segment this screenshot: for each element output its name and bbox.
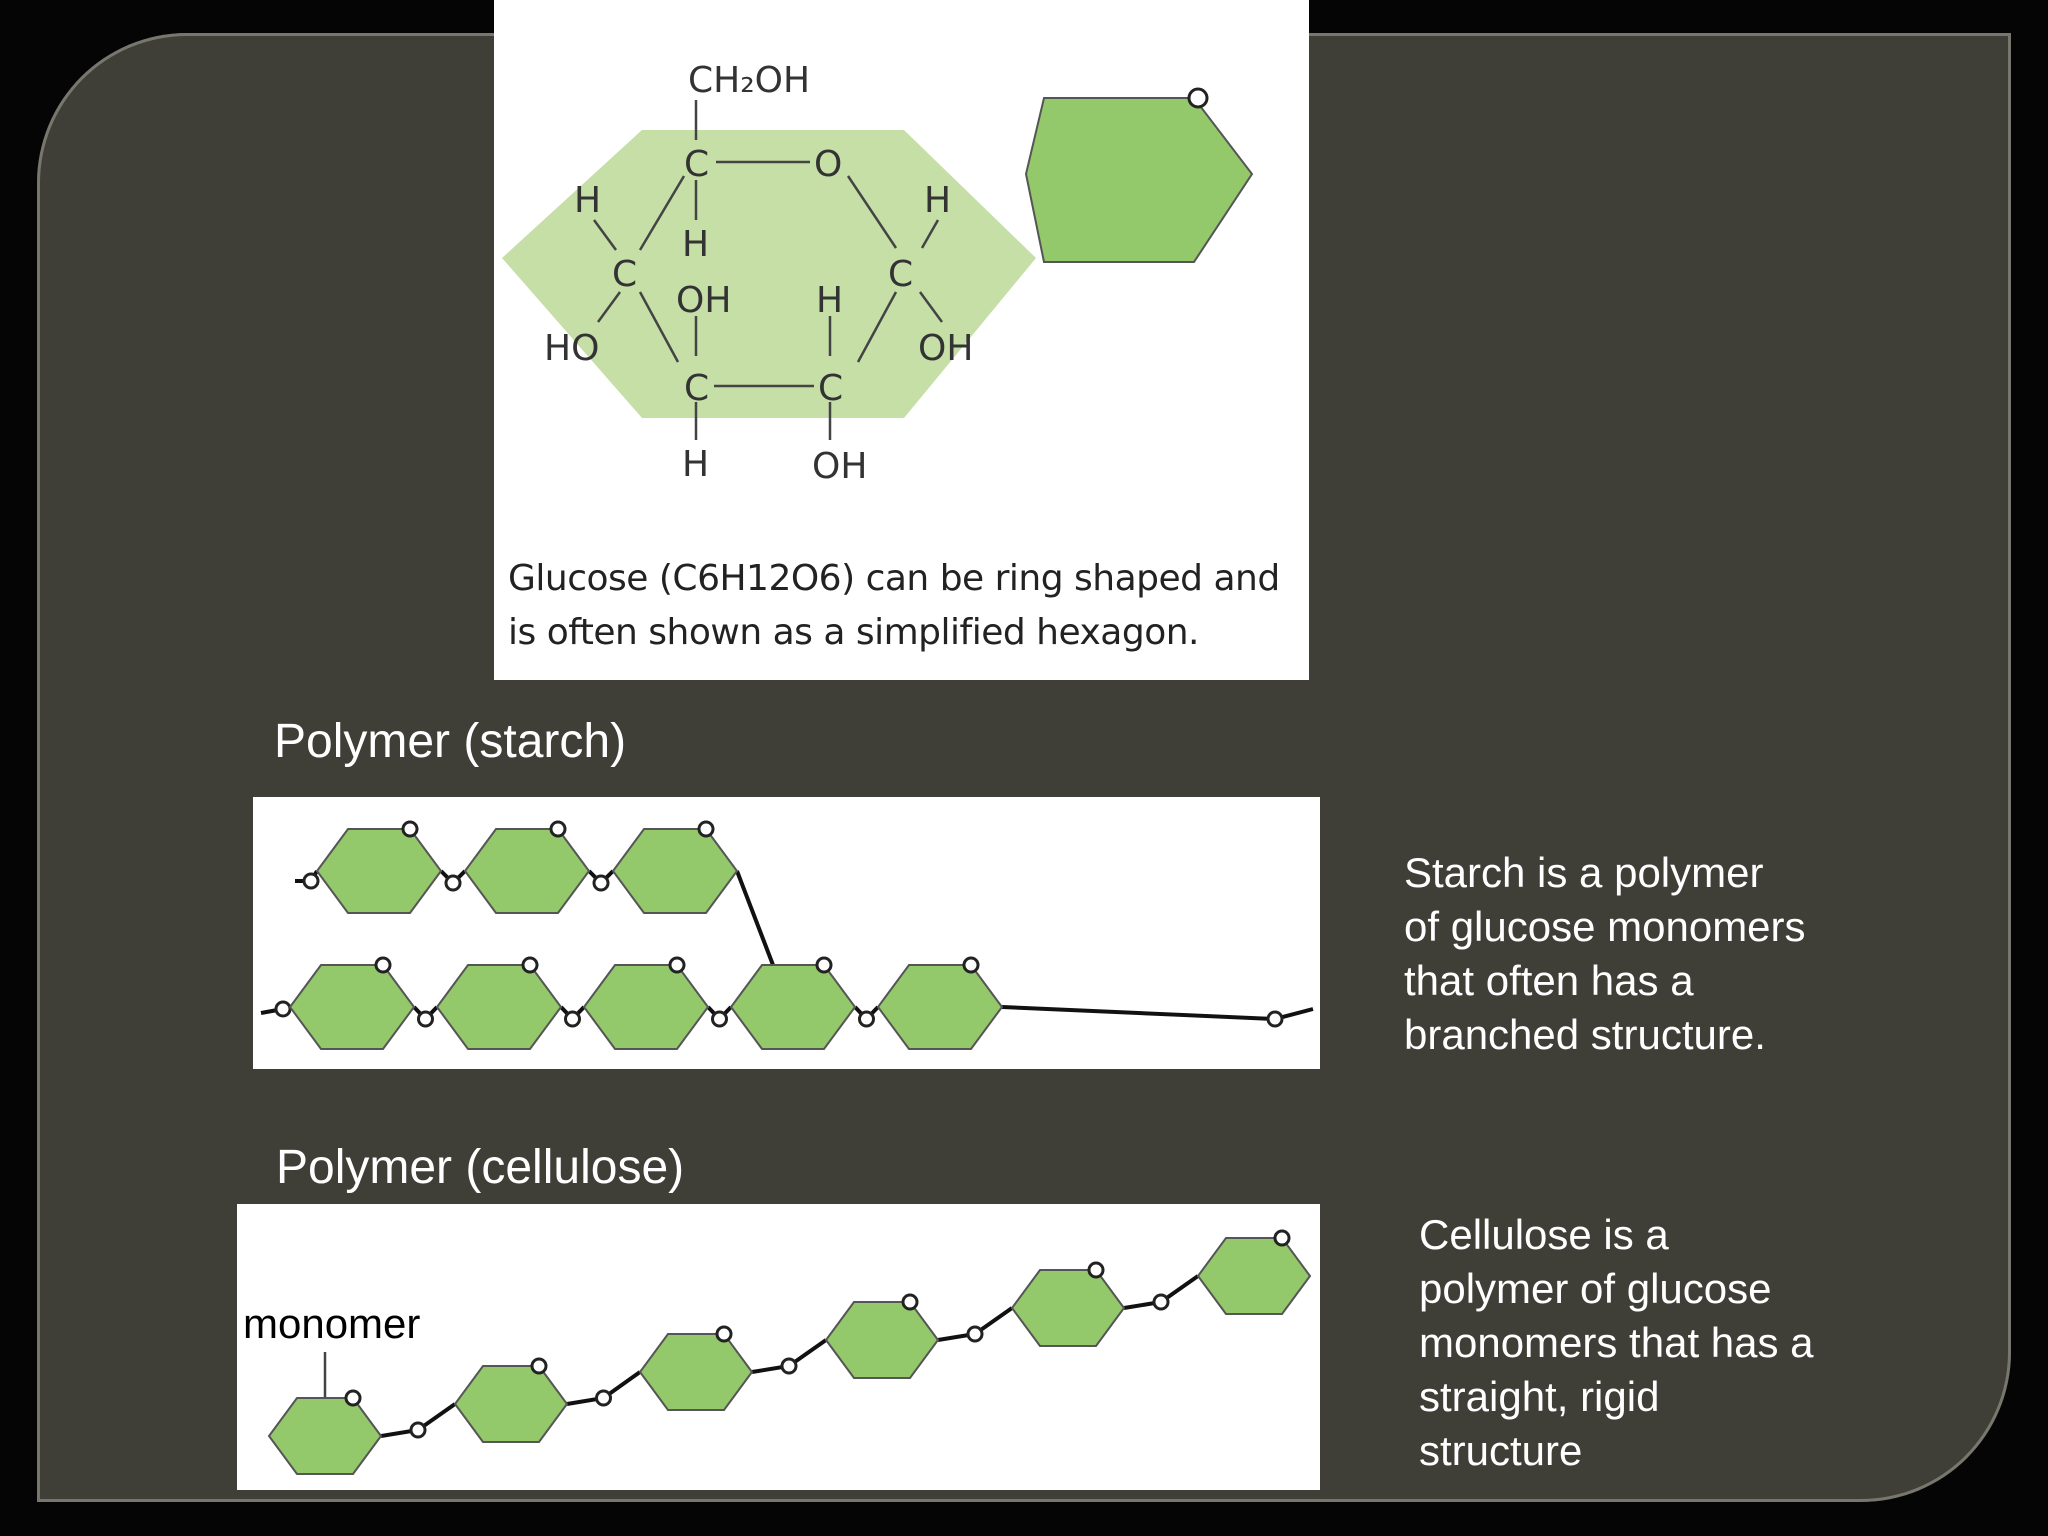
hydrogen-bottom: H <box>682 444 709 485</box>
carbon-left: C <box>612 254 637 295</box>
cellulose-description: Cellulose is a polymer of glucose monome… <box>1419 1211 1814 1474</box>
starch-monomer <box>463 828 591 914</box>
linking-oxygen <box>966 1325 984 1343</box>
oxygen-marker <box>549 820 567 838</box>
cellulose-monomer <box>453 1365 569 1443</box>
starch-link-end <box>1001 1005 1314 1022</box>
starch-monomers <box>288 820 1004 1050</box>
oxygen-marker <box>668 956 686 974</box>
oxygen-marker <box>697 820 715 838</box>
hydroxyl-bottom: OH <box>812 446 867 487</box>
hexagon-oxygen-marker <box>1187 87 1209 109</box>
linking-oxygen <box>417 1010 434 1028</box>
cellulose-monomer <box>638 1333 754 1411</box>
hydrogen-under-carbon: H <box>682 224 709 265</box>
carbon-bottom-left: C <box>684 368 709 409</box>
glucose-panel: CH₂OH C O H H H C C OH H HO OH C C H OH … <box>494 0 1309 680</box>
linking-oxygen <box>1152 1293 1170 1311</box>
starch-chain-diagram <box>260 820 1314 1050</box>
starch-monomer <box>288 964 416 1050</box>
linking-oxygen <box>302 872 320 890</box>
starch-monomer <box>876 964 1004 1050</box>
hydroxyl-left: HO <box>544 328 599 369</box>
cellulose-chain-diagram <box>267 1229 1312 1475</box>
linking-oxygen <box>711 1010 728 1028</box>
linking-oxygen <box>444 874 462 892</box>
linking-oxygen <box>595 1389 612 1407</box>
oxygen-marker <box>374 956 392 974</box>
starch-monomer <box>729 964 857 1050</box>
cellulose-monomer <box>1196 1237 1312 1315</box>
ring-oxygen: O <box>814 144 842 185</box>
oxygen-marker <box>1087 1261 1105 1279</box>
linking-oxygen <box>592 874 610 892</box>
linking-oxygen <box>409 1421 427 1439</box>
starch-monomer <box>435 964 563 1050</box>
cellulose-monomer <box>824 1301 940 1379</box>
oxygen-marker <box>1273 1229 1291 1247</box>
cellulose-monomer <box>1010 1269 1126 1347</box>
starch-monomer <box>582 964 710 1050</box>
carbon-right: C <box>888 254 913 295</box>
hydrogen-right-top: H <box>924 180 951 221</box>
starch-label: Polymer (starch) <box>274 715 627 768</box>
ring-carbon-top: C <box>684 144 709 185</box>
starch-monomer <box>611 828 739 914</box>
linking-oxygen <box>1266 1010 1284 1028</box>
linking-oxygen <box>274 1000 292 1018</box>
cellulose-diagram-panel: monomer <box>237 1204 1320 1490</box>
cellulose-monomer <box>267 1397 383 1475</box>
cellulose-label: Polymer (cellulose) <box>276 1141 685 1194</box>
simplified-hexagon <box>1024 97 1254 263</box>
linking-oxygen <box>780 1357 798 1375</box>
glucose-structure-diagram: CH₂OH C O H H H C C OH H HO OH C C H OH <box>502 60 1254 487</box>
starch-diagram-panel <box>253 797 1320 1069</box>
oxygen-marker <box>344 1389 362 1407</box>
glucose-ring-highlight <box>502 130 1036 418</box>
oxygen-marker <box>521 956 539 974</box>
oxygen-marker <box>401 820 419 838</box>
glucose-caption: Glucose (C6H12O6) can be ring shaped and… <box>508 558 1280 653</box>
oxygen-marker <box>530 1357 548 1375</box>
cellulose-glycosidic-links <box>380 1274 1200 1439</box>
starch-monomer <box>315 828 443 914</box>
oxygen-marker <box>815 956 833 974</box>
oxygen-marker <box>715 1325 733 1343</box>
carbon-bottom-right: C <box>818 368 843 409</box>
hydroxyl-right: OH <box>918 328 973 369</box>
linking-oxygen <box>564 1010 581 1028</box>
oxygen-marker <box>962 956 980 974</box>
hydrogen-left-top: H <box>574 180 601 221</box>
starch-branch-link <box>735 870 775 966</box>
ch2oh-label: CH₂OH <box>688 60 810 101</box>
hydrogen-center: H <box>816 280 843 321</box>
starch-description: Starch is a polymer of glucose monomers … <box>1404 849 1806 1058</box>
cellulose-monomers <box>267 1229 1312 1475</box>
monomer-label: monomer <box>243 1300 421 1347</box>
hydroxyl-center: OH <box>676 280 731 321</box>
linking-oxygen <box>858 1010 875 1028</box>
oxygen-marker <box>901 1293 919 1311</box>
starch-glycosidic-links <box>260 869 1314 1028</box>
